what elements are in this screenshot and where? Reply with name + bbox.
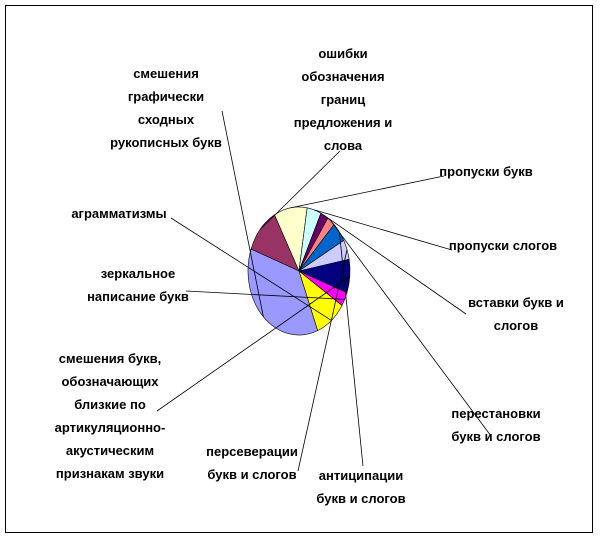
slice-label: ошибки обозначения границ предложения и слов… [294, 46, 392, 153]
slice-label-line: близкие по [74, 397, 146, 412]
slice-label: пропуски букв [439, 164, 532, 179]
slice-label-line: ошибки [318, 46, 367, 61]
slice-label: пропуски слогов [449, 238, 557, 253]
slice-label-line: пропуски букв [439, 164, 532, 179]
slice-label: перестановки букв и слогов [451, 406, 540, 444]
slice-label-line: смешения [133, 66, 199, 81]
slice-label-line: границ [321, 92, 365, 107]
slice-label-line: зеркальное [101, 266, 175, 281]
slice-label-line: рукописных букв [110, 135, 222, 150]
slice-label-line: акустическим [66, 443, 154, 458]
slice-label: вставки букв и слогов [468, 295, 564, 333]
slice-label-line: сходных [138, 112, 195, 127]
slice-label-line: обозначающих [61, 374, 159, 389]
slice-label-line: обозначения [301, 69, 384, 84]
chart-frame: ошибки обозначения границ предложения и слов… [5, 5, 593, 533]
leader-line [170, 217, 332, 321]
slice-label-line: аграмматизмы [71, 206, 166, 221]
slice-label: смешения графически сходных рукописных букв [110, 66, 222, 150]
slice-label-line: антиципации [319, 468, 403, 483]
slice-label: персеверации букв и слогов [206, 444, 298, 482]
leader-line [221, 110, 264, 317]
slice-label: аграмматизмы [71, 206, 166, 221]
slice-label-line: слова [324, 138, 363, 153]
slice-label: антиципации букв и слогов [316, 468, 405, 506]
slice-label-line: графически [128, 89, 204, 104]
leader-line [260, 150, 341, 230]
leader-line [330, 220, 492, 437]
slice-label-line: артикуляционно- [55, 420, 166, 435]
slice-label-line: написание букв [87, 289, 189, 304]
slice-label-line: персеверации [206, 444, 298, 459]
slice-label-line: букв и слогов [207, 467, 296, 482]
pie-chart: ошибки обозначения границ предложения и слов… [55, 46, 564, 506]
leader-line [339, 231, 364, 467]
slice-label-line: перестановки [451, 406, 540, 421]
slice-label: зеркальное написание букв [87, 266, 189, 304]
slice-label: смешения букв, обозначающих близкие по арти… [55, 351, 166, 481]
leader-line [324, 215, 467, 315]
leader-line [297, 249, 348, 472]
slice-label-line: букв и слогов [316, 491, 405, 506]
slice-label-line: вставки букв и [468, 295, 564, 310]
slice-label-line: предложения и [294, 115, 392, 130]
leader-line [185, 290, 345, 300]
slice-label-line: букв и слогов [451, 429, 540, 444]
slice-label-line: смешения букв, [59, 351, 161, 366]
slice-label-line: слогов [494, 318, 538, 333]
leader-line [156, 275, 351, 412]
slice-label-line: пропуски слогов [449, 238, 557, 253]
leader-line [314, 209, 453, 251]
slice-label-line: признакам звуки [56, 466, 164, 481]
leader-line [290, 175, 445, 209]
